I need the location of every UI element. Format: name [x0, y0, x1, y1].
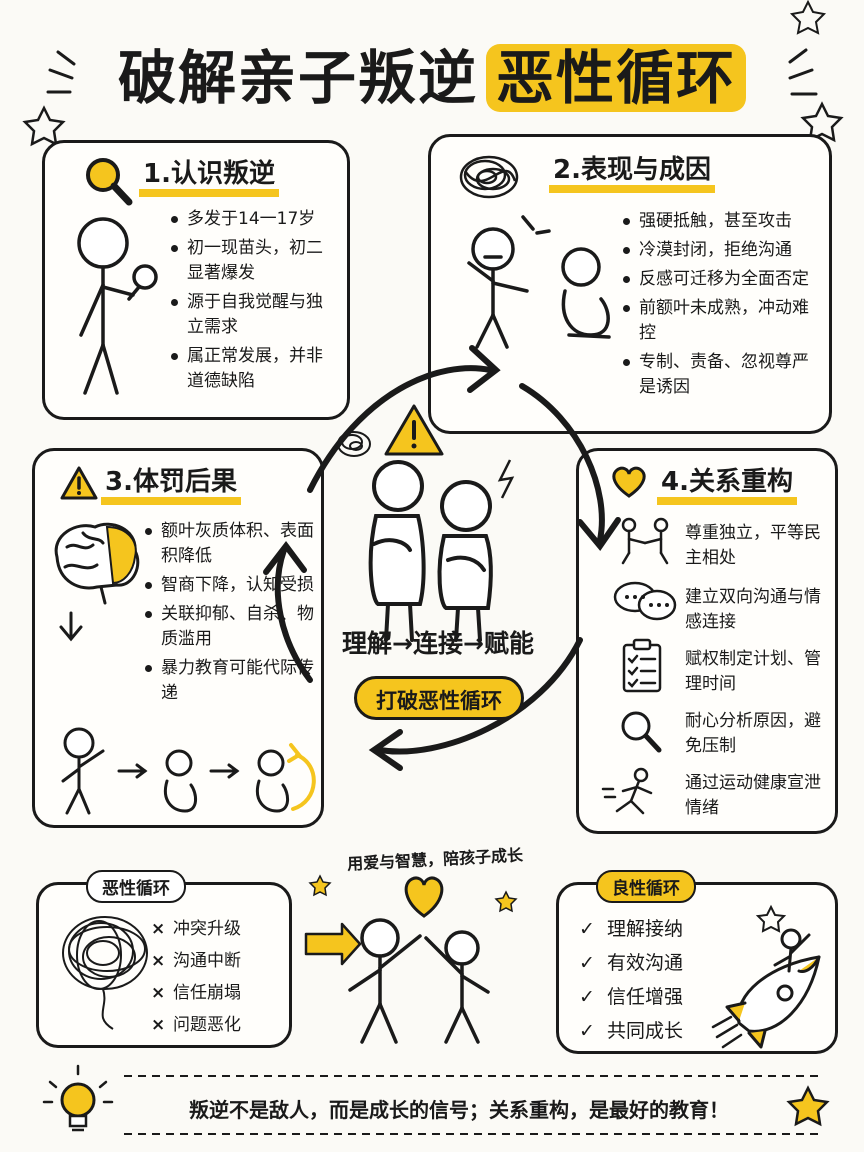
- good-cycle-item: ✓信任增强: [579, 983, 683, 1011]
- magnifier-icon: [621, 711, 662, 753]
- point: 冷漠封闭，拒绝沟通: [621, 238, 821, 263]
- point: 反感可迁移为全面否定: [621, 267, 821, 292]
- panel-good-cycle: ✓理解接纳 ✓有效沟通 ✓信任增强 ✓共同成长: [556, 882, 838, 1054]
- chat-bubbles-icon: [613, 581, 677, 621]
- check-icon: ✓: [579, 1020, 595, 1042]
- figure-with-magnifier: [77, 217, 158, 395]
- star-icon: [22, 105, 66, 147]
- panel-title: 3.体罚后果: [101, 467, 241, 505]
- arguing-figures: [368, 460, 493, 642]
- bad-cycle-label: 恶性循环: [86, 870, 186, 903]
- high-five-figures: [304, 874, 518, 1044]
- star-icon: [800, 101, 844, 143]
- check-icon: ✓: [579, 918, 595, 940]
- handshake-icon: [621, 517, 669, 565]
- heart-icon: [612, 466, 646, 498]
- panel-bad-cycle: ×冲突升级 ×沟通中断 ×信任崩塌 ×问题恶化: [36, 882, 292, 1048]
- rebuild-point: 赋权制定计划、管理时间: [685, 649, 821, 694]
- good-cycle-item: ✓理解接纳: [579, 915, 683, 943]
- checklist-icon: [622, 638, 662, 693]
- brain-icon: [54, 522, 140, 642]
- panel-rebuild: 4.关系重构 尊重独立，平等民主相处 建立双向沟通与情感连接 赋权制定计划、管理…: [576, 448, 838, 834]
- title-highlight: 恶性循环: [486, 44, 747, 112]
- panel-understanding: 1.认识叛逆 多发于14一17岁 初一现苗头，初二显著爆发 源于自我觉醒与独立需…: [42, 140, 350, 420]
- bad-cycle-item: ×冲突升级: [151, 919, 241, 939]
- rebuild-point: 建立双向沟通与情感连接: [685, 587, 821, 632]
- panel-title: 1.认识叛逆: [139, 159, 279, 197]
- point: 前额叶未成熟，冲动难控: [621, 296, 821, 346]
- panel-title: 4.关系重构: [657, 467, 797, 505]
- tangled-thoughts-icon: [459, 155, 519, 199]
- check-icon: ✓: [579, 952, 595, 974]
- footer-decoration: [42, 1064, 830, 1135]
- bad-cycle-item: ×问题恶化: [151, 1015, 241, 1035]
- rebuild-point: 耐心分析原因，避免压制: [685, 711, 821, 756]
- point: 暴力教育可能代际传递: [143, 656, 319, 706]
- intergenerational-sequence: [61, 727, 316, 815]
- title-main: 破解亲子叛逆: [117, 44, 478, 112]
- point: 初一现苗头，初二显著爆发: [169, 236, 339, 286]
- check-icon: ✓: [579, 986, 595, 1008]
- running-person-icon: [601, 767, 653, 815]
- cycle-arrows: [263, 345, 621, 771]
- star-icon: [786, 1085, 830, 1127]
- good-cycle-item: ✓共同成长: [579, 1017, 683, 1045]
- tangled-mess-icon: [62, 916, 148, 1030]
- star-icon: [789, 0, 827, 35]
- point: 源于自我觉醒与独立需求: [169, 290, 339, 340]
- point: 多发于14一17岁: [169, 207, 339, 232]
- panel-title: 2.表现与成因: [549, 155, 715, 193]
- bad-cycle-item: ×信任崩塌: [151, 983, 241, 1003]
- point: 关联抑郁、自杀、物质滥用: [143, 602, 319, 652]
- point: 专制、责备、忽视尊严是诱因: [621, 350, 821, 400]
- warning-icon: [60, 466, 98, 500]
- point: 额叶灰质体积、表面积降低: [143, 519, 319, 569]
- footer-message: 叛逆不是敌人，而是成长的信号；关系重构，是最好的教育！: [189, 1098, 729, 1122]
- point: 属正常发展，并非道德缺陷: [169, 344, 339, 394]
- panel-punishment: 3.体罚后果 额叶灰质体积、表面积降低 智商下降，认知受损 关联抑郁、自杀、物质…: [32, 448, 324, 828]
- bad-cycle-item: ×沟通中断: [151, 951, 241, 971]
- star-icon: [308, 874, 332, 897]
- point: 强硬抵触，甚至攻击: [621, 209, 821, 234]
- rebuild-point: 通过运动健康宣泄情绪: [685, 773, 821, 818]
- angry-and-withdrawn-figures: [467, 215, 611, 349]
- rebuild-point: 尊重独立，平等民主相处: [685, 523, 821, 568]
- tangled-thoughts-icon: [337, 431, 371, 457]
- title-decorations: [22, 0, 844, 147]
- cross-icon: ×: [151, 951, 166, 971]
- page-title: 破解亲子叛逆恶性循环: [0, 38, 864, 118]
- star-icon: [755, 904, 787, 933]
- cross-icon: ×: [151, 1015, 166, 1035]
- break-cycle-button[interactable]: 打破恶性循环: [354, 676, 524, 720]
- cross-icon: ×: [151, 983, 166, 1003]
- star-icon: [494, 890, 518, 913]
- panel-causes: 2.表现与成因 强硬抵触，甚至攻击 冷漠封闭，拒绝沟通 反感可迁移为全面否定 前…: [428, 134, 832, 434]
- cycle-flow-text: 理解→连接→赋能: [342, 629, 534, 658]
- rocket-icon: [711, 904, 821, 1049]
- good-cycle-item: ✓有效沟通: [579, 949, 683, 977]
- cross-icon: ×: [151, 919, 166, 939]
- good-cycle-label: 良性循环: [596, 870, 696, 903]
- slogan: 用爱与智慧，陪孩子成长: [346, 845, 524, 874]
- lightbulb-icon: [42, 1064, 114, 1132]
- magnifier-icon: [86, 158, 133, 206]
